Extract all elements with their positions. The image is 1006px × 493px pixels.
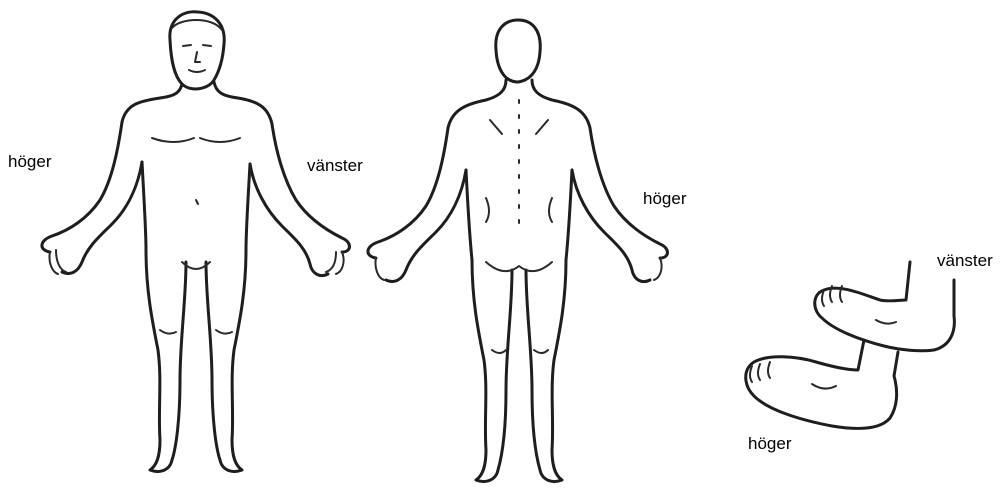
front-body-figure xyxy=(42,12,350,472)
label-feet-left: vänster xyxy=(937,252,993,269)
label-back-right: höger xyxy=(643,190,686,207)
feet-figure xyxy=(746,262,955,428)
label-front-right: höger xyxy=(8,153,51,170)
back-body-figure xyxy=(368,20,668,482)
label-front-left: vänster xyxy=(307,157,363,174)
label-feet-right: höger xyxy=(748,435,791,452)
